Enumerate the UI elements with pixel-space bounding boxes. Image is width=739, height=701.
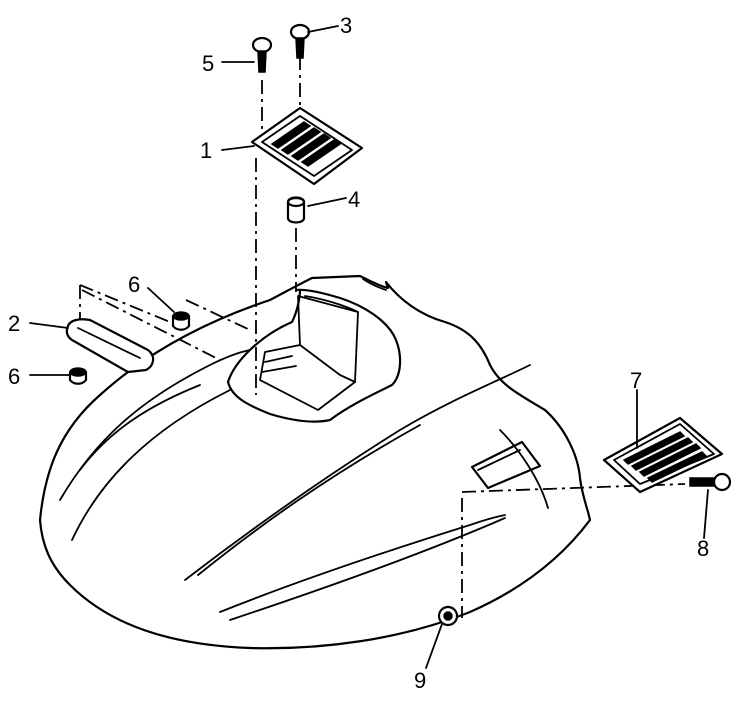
screw-3 xyxy=(289,23,311,59)
grommet-4 xyxy=(286,196,306,224)
leader-lines xyxy=(29,25,709,669)
callout-1: 1 xyxy=(200,138,212,163)
nut-9 xyxy=(437,605,459,627)
assembly-lines xyxy=(79,56,686,618)
bolt-8 xyxy=(689,472,732,492)
callout-2: 2 xyxy=(8,311,20,336)
rivet-6b xyxy=(68,367,88,385)
vent-grille-side xyxy=(602,416,724,494)
cover-plate-2 xyxy=(65,318,155,374)
callout-3: 3 xyxy=(340,13,352,38)
callout-9: 9 xyxy=(414,668,426,693)
callout-6a: 6 xyxy=(128,272,140,297)
callout-labels: 1 2 3 4 5 6 6 7 8 9 xyxy=(8,13,709,693)
callout-8: 8 xyxy=(697,536,709,561)
rivet-6a xyxy=(171,311,191,331)
callout-5: 5 xyxy=(202,51,214,76)
hood-body xyxy=(38,274,592,650)
screw-5 xyxy=(251,36,273,73)
callout-4: 4 xyxy=(348,187,360,212)
callout-6b: 6 xyxy=(8,364,20,389)
callout-7: 7 xyxy=(630,368,642,393)
vent-grille-top xyxy=(250,106,364,186)
